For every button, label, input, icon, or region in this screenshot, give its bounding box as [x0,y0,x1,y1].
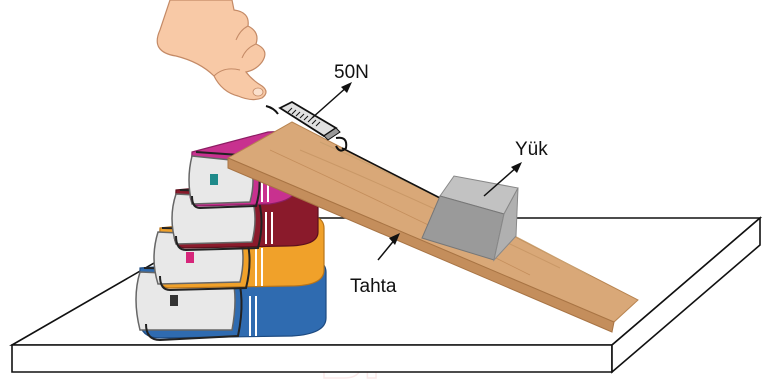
spring-scale [265,100,348,152]
load-arrow [483,162,522,197]
book-stack [135,131,327,342]
force-arrow [311,82,352,119]
board-pointer [377,233,400,261]
board-label: Tahta [350,276,397,297]
load-box [421,175,519,262]
hand [156,0,267,101]
string [341,147,441,199]
force-label: 50N [334,62,369,83]
load-label: Yük [515,139,548,160]
